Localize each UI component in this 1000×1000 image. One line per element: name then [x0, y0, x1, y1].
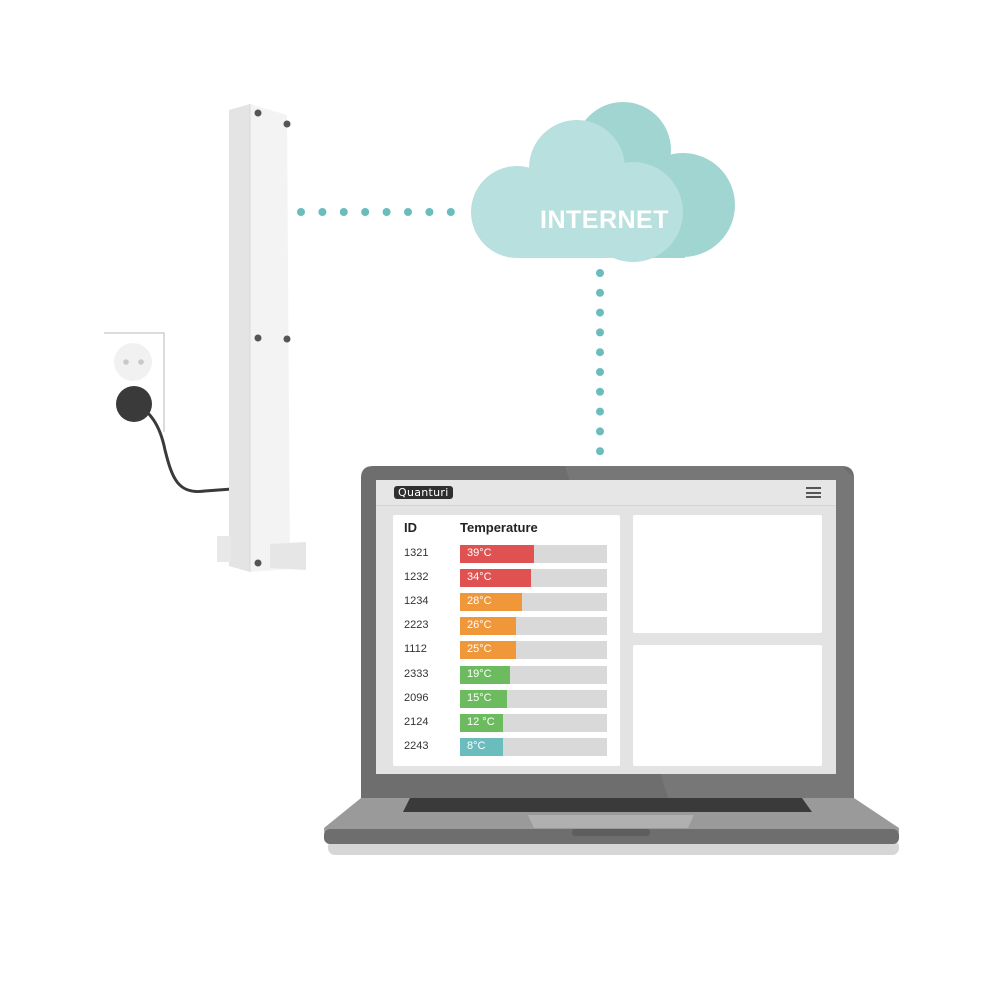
temperature-bar: 12 °C	[460, 713, 607, 732]
link-dot	[361, 208, 370, 216]
sensor-id: 1321	[404, 547, 429, 559]
sensor-id: 1234	[404, 595, 429, 608]
sensor-id: 2124	[404, 715, 429, 728]
temperature-bar: 19°C	[460, 665, 607, 684]
temperature-bar-fill	[460, 569, 531, 588]
temperature-value: 26°C	[467, 619, 492, 632]
sensor-device	[217, 104, 306, 572]
cloud-icon	[471, 102, 735, 262]
temperature-bar-fill	[460, 737, 503, 756]
quanturi-logo[interactable]: Quanturi	[394, 486, 453, 499]
temperature-bar-fill	[460, 593, 522, 612]
temperature-value: 39°C	[467, 547, 492, 559]
temperature-value: 19°C	[467, 667, 492, 680]
temperature-bar: 28°C	[460, 593, 607, 612]
table-row[interactable]: 1232 34°C	[393, 569, 620, 588]
temperature-bar-fill	[460, 689, 508, 708]
link-dot	[596, 269, 604, 277]
table-row[interactable]: 1321 39°C	[393, 545, 620, 563]
temperature-value: 15°C	[467, 691, 492, 704]
wireless-link-dots	[297, 208, 455, 216]
temperature-bar: 8°C	[460, 737, 607, 756]
table-row[interactable]: 2096 15°C	[393, 689, 620, 708]
link-dot	[446, 208, 455, 216]
link-dot	[596, 407, 604, 416]
internet-link-dots	[596, 269, 604, 456]
link-dot	[596, 308, 604, 317]
link-dot	[318, 208, 327, 216]
temperature-bar-fill	[460, 665, 510, 684]
link-dot	[596, 447, 604, 456]
sensor-id: 2096	[404, 691, 429, 704]
temperature-bar: 25°C	[460, 641, 607, 660]
temperature-bar: 15°C	[460, 689, 607, 708]
temperature-bar: 26°C	[460, 617, 607, 636]
link-dot	[596, 427, 604, 436]
sensor-id: 2223	[404, 619, 429, 632]
table-row[interactable]: 1234 28°C	[393, 593, 620, 612]
sensor-id: 2243	[404, 739, 429, 752]
temperature-value: 25°C	[467, 643, 492, 656]
column-header-temperature: Temperature	[460, 520, 538, 535]
link-dot	[382, 208, 391, 216]
link-dot	[425, 208, 434, 216]
temperature-value: 8°C	[467, 739, 486, 752]
table-row[interactable]: 2124 12 °C	[393, 713, 620, 732]
power-cable	[133, 402, 233, 494]
table-row[interactable]: 2243 8°C	[393, 737, 620, 756]
column-header-id: ID	[404, 520, 417, 535]
link-dot	[596, 368, 604, 376]
temperature-bar-fill	[460, 641, 516, 660]
temperature-value: 28°C	[467, 595, 492, 608]
temperature-value: 34°C	[467, 571, 492, 584]
sensor-id: 1232	[404, 571, 429, 584]
table-row[interactable]: 1112 25°C	[393, 641, 620, 660]
table-row[interactable]: 2223 26°C	[393, 617, 620, 636]
link-dot	[596, 387, 604, 396]
empty-panel-bottom	[633, 645, 822, 766]
app-header: Quanturi	[376, 480, 836, 506]
empty-panel-top	[633, 515, 822, 633]
link-dot	[404, 208, 412, 216]
hamburger-menu-icon[interactable]	[806, 487, 821, 498]
temperature-value: 12 °C	[467, 715, 495, 728]
temperature-bar-fill	[460, 713, 503, 732]
wall-outlet	[104, 332, 165, 432]
temperature-bar-fill	[460, 617, 516, 636]
sensor-id: 1112	[404, 643, 427, 656]
sensor-id: 2333	[404, 667, 429, 680]
temperature-bar: 39°C	[460, 545, 607, 563]
temperature-bar: 34°C	[460, 569, 607, 588]
link-dot	[297, 208, 305, 216]
temperature-table: ID Temperature 1321 39°C 1232 34°C 1234 28°C 2…	[393, 515, 620, 766]
laptop-screen: Quanturi ID Temperature 1321 39°C 1232 34°C…	[376, 480, 836, 774]
table-row[interactable]: 2333 19°C	[393, 665, 620, 684]
link-dot	[596, 288, 604, 297]
link-dot	[596, 328, 604, 337]
link-dot	[339, 208, 348, 216]
internet-label: INTERNET	[540, 206, 669, 234]
link-dot	[596, 348, 604, 357]
temperature-bar-fill	[460, 545, 534, 563]
